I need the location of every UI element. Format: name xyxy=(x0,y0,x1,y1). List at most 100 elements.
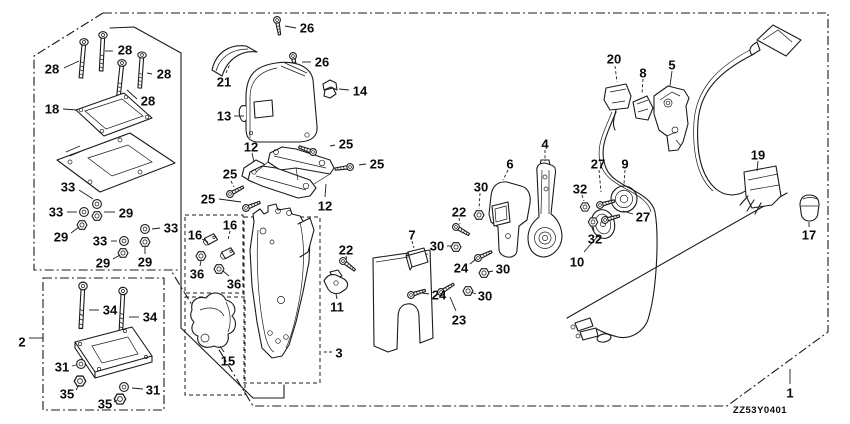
callout-9-51[interactable]: 9 xyxy=(621,157,628,172)
leader-line-30 xyxy=(470,291,477,295)
leader-line-18 xyxy=(62,108,78,111)
callout-28-2[interactable]: 28 xyxy=(157,67,171,82)
callout-23-47[interactable]: 23 xyxy=(452,313,466,328)
callout-24-45[interactable]: 24 xyxy=(432,288,447,303)
callout-20-56[interactable]: 20 xyxy=(607,52,621,67)
diagram-code: ZZ53Y0401 xyxy=(733,405,787,416)
callout-33-5[interactable]: 33 xyxy=(61,180,75,195)
callout-28-1[interactable]: 28 xyxy=(118,43,132,58)
part-9-knob xyxy=(610,185,638,213)
callout-30-44[interactable]: 30 xyxy=(496,262,510,277)
callout-28-0[interactable]: 28 xyxy=(45,62,59,77)
callout-35-19[interactable]: 35 xyxy=(98,397,112,412)
leader-line-10 xyxy=(583,235,599,253)
part-11-clamp xyxy=(323,269,349,295)
callout-4-49[interactable]: 4 xyxy=(541,137,549,152)
callout-36-33[interactable]: 36 xyxy=(190,267,204,282)
callout-33-9[interactable]: 33 xyxy=(93,234,107,249)
leader-line-23 xyxy=(449,296,457,312)
callout-16-32[interactable]: 16 xyxy=(223,218,237,233)
callout-1-61[interactable]: 1 xyxy=(786,386,793,401)
part-22-screw-lower xyxy=(337,255,358,274)
callout-33-6[interactable]: 33 xyxy=(49,205,63,220)
callout-11-38[interactable]: 11 xyxy=(330,300,344,315)
leader-line-22 xyxy=(458,217,461,225)
callout-28-3[interactable]: 28 xyxy=(141,94,155,109)
leader-line-7 xyxy=(411,240,415,249)
callout-30-46[interactable]: 30 xyxy=(478,289,492,304)
callout-33-11[interactable]: 33 xyxy=(164,221,178,236)
callout-14-24[interactable]: 14 xyxy=(353,84,368,99)
callout-7-39[interactable]: 7 xyxy=(408,228,415,243)
callout-35-17[interactable]: 35 xyxy=(60,387,74,402)
callout-15-35[interactable]: 15 xyxy=(221,354,235,369)
callout-34-15[interactable]: 34 xyxy=(143,310,158,325)
callout-29-12[interactable]: 29 xyxy=(138,255,152,270)
callout-25-28[interactable]: 25 xyxy=(223,167,237,182)
callout-12-25[interactable]: 12 xyxy=(244,140,258,155)
callout-16-31[interactable]: 16 xyxy=(188,228,202,243)
callout-24-43[interactable]: 24 xyxy=(454,261,469,276)
callout-25-26[interactable]: 25 xyxy=(339,137,353,152)
callout-29-10[interactable]: 29 xyxy=(96,256,110,271)
callout-3-36[interactable]: 3 xyxy=(335,346,342,361)
leader-line-32 xyxy=(592,226,595,232)
leader-line-31 xyxy=(131,387,144,390)
callout-22-37[interactable]: 22 xyxy=(339,243,353,258)
leader-line-31 xyxy=(71,364,77,367)
part-15-boot xyxy=(190,292,237,348)
callout-29-8[interactable]: 29 xyxy=(119,206,133,221)
callout-30-41[interactable]: 30 xyxy=(474,180,488,195)
callout-25-27[interactable]: 25 xyxy=(370,157,384,172)
leader-line-36 xyxy=(199,260,202,267)
part-21-cover xyxy=(211,45,258,77)
callout-25-29[interactable]: 25 xyxy=(201,192,215,207)
leader-line-20 xyxy=(614,65,618,83)
callout-27-52[interactable]: 27 xyxy=(591,157,605,172)
part-4-lever xyxy=(527,159,563,258)
callout-18-4[interactable]: 18 xyxy=(45,102,59,117)
leader-line-6 xyxy=(502,169,509,181)
callout-6-48[interactable]: 6 xyxy=(506,157,513,172)
part-18-gasket xyxy=(75,92,153,137)
callout-2-13[interactable]: 2 xyxy=(18,335,25,350)
leader-line-19 xyxy=(756,160,759,172)
part-12-bracket xyxy=(241,146,335,199)
leader-line-35 xyxy=(113,399,118,403)
callout-8-57[interactable]: 8 xyxy=(639,66,646,81)
callout-10-50[interactable]: 10 xyxy=(570,255,584,270)
callout-26-21[interactable]: 26 xyxy=(315,55,329,70)
leader-line-21 xyxy=(225,63,231,74)
callout-21-22[interactable]: 21 xyxy=(217,75,231,90)
part-5-bracket xyxy=(653,85,690,152)
callout-31-18[interactable]: 31 xyxy=(146,383,160,398)
callout-19-59[interactable]: 19 xyxy=(751,148,765,163)
leader-line-30 xyxy=(478,192,481,210)
leader-line-24 xyxy=(469,258,477,265)
leader-line-22 xyxy=(345,255,348,262)
leader-line-33 xyxy=(151,227,161,230)
callout-22-40[interactable]: 22 xyxy=(452,205,466,220)
leader-line-28 xyxy=(63,60,80,69)
callout-32-55[interactable]: 32 xyxy=(588,232,602,247)
callout-34-14[interactable]: 34 xyxy=(103,303,118,318)
callout-5-58[interactable]: 5 xyxy=(668,58,675,73)
leader-line-33 xyxy=(78,189,94,200)
part-setting-plate xyxy=(372,249,434,353)
callout-17-60[interactable]: 17 xyxy=(802,228,816,243)
callout-12-30[interactable]: 12 xyxy=(318,199,332,214)
callout-36-34[interactable]: 36 xyxy=(227,277,241,292)
callout-31-16[interactable]: 31 xyxy=(55,360,69,375)
callout-27-53[interactable]: 27 xyxy=(636,210,650,225)
callout-29-7[interactable]: 29 xyxy=(54,230,68,245)
callout-26-20[interactable]: 26 xyxy=(300,21,314,36)
mount-plate xyxy=(56,132,176,193)
part-8-switch xyxy=(632,95,654,121)
callout-32-54[interactable]: 32 xyxy=(573,182,587,197)
callout-30-42[interactable]: 30 xyxy=(430,239,444,254)
leader-line-15 xyxy=(219,345,225,353)
part-29-nuts xyxy=(76,211,151,258)
part-6-housing xyxy=(488,181,531,258)
callout-13-23[interactable]: 13 xyxy=(217,109,231,124)
